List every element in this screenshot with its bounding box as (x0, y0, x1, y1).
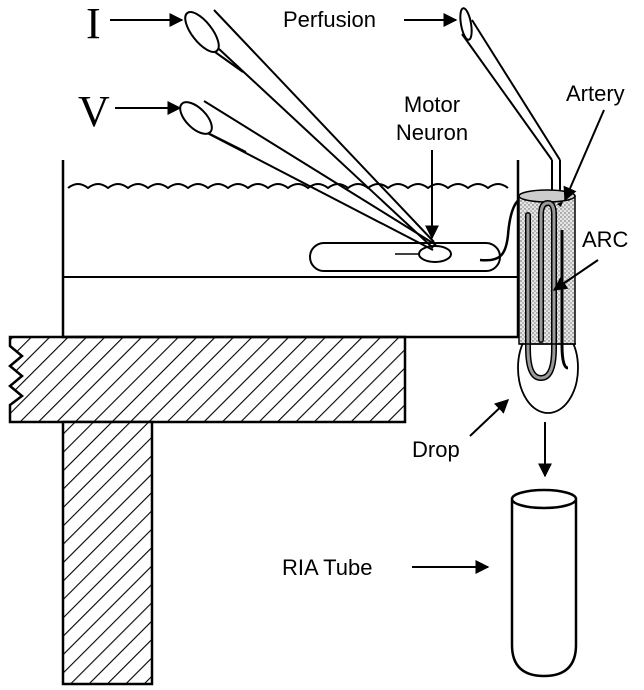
label-neuron: Neuron (396, 120, 468, 145)
voltage-electrode (179, 100, 437, 251)
artery-chamber (517, 189, 579, 414)
ganglion-preparation (309, 242, 501, 272)
label-current: I (86, 0, 101, 48)
current-electrode (184, 9, 435, 249)
label-voltage: V (78, 87, 110, 136)
label-drop: Drop (412, 437, 460, 462)
arrow-arc (552, 259, 599, 291)
motor-neuron (418, 245, 452, 263)
arrow-artery (563, 109, 605, 202)
arrow-drop (469, 399, 510, 437)
bench-top (8, 335, 407, 424)
recording-chamber (61, 160, 520, 339)
label-arc: ARC (582, 227, 629, 252)
bench-leg (61, 420, 154, 686)
label-artery: Artery (566, 81, 625, 106)
fluid-surface (67, 183, 509, 190)
label-ria-tube: RIA Tube (282, 555, 373, 580)
ria-tube (510, 500, 578, 678)
label-perfusion: Perfusion (283, 7, 376, 32)
label-motor: Motor (404, 92, 460, 117)
perfusion-pipette (459, 7, 561, 205)
